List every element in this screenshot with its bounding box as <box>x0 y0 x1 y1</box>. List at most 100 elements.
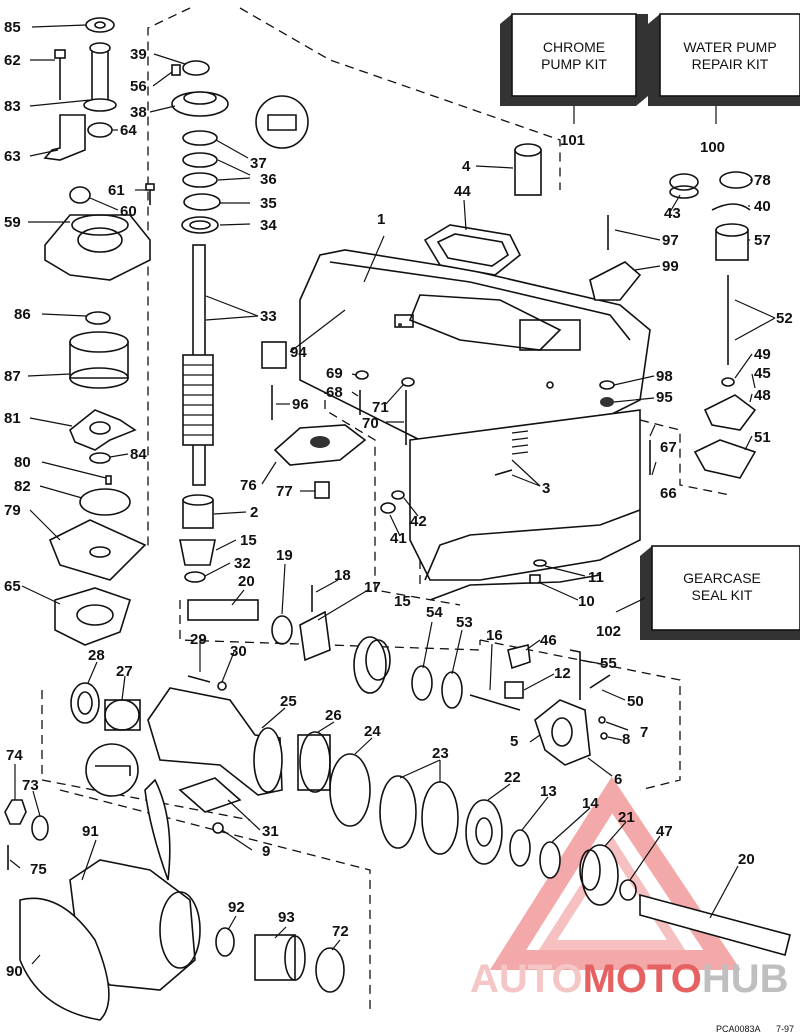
part-label-11: 11 <box>588 569 604 586</box>
part-label-31: 31 <box>262 823 279 840</box>
seal-kit-line1: GEARCASE <box>683 570 761 586</box>
water-pump-kit-line1: WATER PUMP <box>683 39 776 55</box>
part-label-59: 59 <box>4 214 21 231</box>
part-label-79: 79 <box>4 502 21 519</box>
part-label-52: 52 <box>776 310 793 327</box>
part-label-70: 70 <box>362 415 379 432</box>
part-label-16: 16 <box>486 627 503 644</box>
part-label-81: 81 <box>4 410 21 427</box>
kit-ref-102: 102 <box>596 623 621 640</box>
part-label-43: 43 <box>664 205 681 222</box>
part-label-9: 9 <box>262 843 270 860</box>
part-number-labels: 85 62 83 64 63 61 60 59 86 87 81 84 80 8… <box>4 19 793 980</box>
part-label-86: 86 <box>14 306 31 323</box>
part-label-27: 27 <box>116 663 133 680</box>
part-label-44: 44 <box>454 183 471 200</box>
part-label-25: 25 <box>280 693 297 710</box>
lower-unit <box>4 675 791 1021</box>
part-label-93: 93 <box>278 909 295 926</box>
part-label-75: 75 <box>30 861 47 878</box>
part-label-12: 12 <box>554 665 571 682</box>
seal-kit-line2: SEAL KIT <box>692 587 753 603</box>
footer-drawing-code: PCA0083A <box>716 1024 761 1034</box>
part-label-1: 1 <box>377 211 385 228</box>
part-label-50: 50 <box>627 693 644 710</box>
part-label-30: 30 <box>230 643 247 660</box>
mid-components <box>187 143 547 662</box>
part-label-20: 20 <box>238 573 255 590</box>
kit-ref-101: 101 <box>560 132 585 149</box>
part-label-41: 41 <box>390 530 407 547</box>
part-label-15-forward-gear: 15 <box>394 593 411 610</box>
part-label-69: 69 <box>326 365 343 382</box>
part-label-72: 72 <box>332 923 349 940</box>
chrome-pump-kit-line2: PUMP KIT <box>541 56 607 72</box>
part-label-61: 61 <box>108 182 125 199</box>
part-label-51: 51 <box>754 429 771 446</box>
part-label-38: 38 <box>130 104 147 121</box>
part-label-65: 65 <box>4 578 21 595</box>
part-label-62: 62 <box>4 52 21 69</box>
svg-text:AUTOMOTOHUB: AUTOMOTOHUB <box>470 957 789 1001</box>
part-label-78: 78 <box>754 172 771 189</box>
part-label-82: 82 <box>14 478 31 495</box>
part-label-13: 13 <box>540 783 557 800</box>
watermark-triangle-inner <box>538 835 686 950</box>
part-label-66: 66 <box>660 485 677 502</box>
part-label-32: 32 <box>234 555 251 572</box>
part-label-74: 74 <box>6 747 23 764</box>
footer-drawing-date: 7-97 <box>776 1024 794 1034</box>
part-label-23: 23 <box>432 745 449 762</box>
watermark-word-hub: HUB <box>702 957 789 1001</box>
part-label-97: 97 <box>662 232 679 249</box>
part-label-80: 80 <box>14 454 31 471</box>
part-label-15: 15 <box>240 532 257 549</box>
part-label-92: 92 <box>228 899 245 916</box>
part-label-4: 4 <box>462 158 471 175</box>
part-label-10: 10 <box>578 593 595 610</box>
part-label-34: 34 <box>260 217 277 234</box>
housing-vent-slots <box>511 430 529 455</box>
part-label-55: 55 <box>600 655 617 672</box>
part-label-54: 54 <box>426 604 443 621</box>
part-label-48: 48 <box>754 387 771 404</box>
part-label-99: 99 <box>662 258 679 275</box>
part-label-60: 60 <box>120 203 137 220</box>
part-label-83: 83 <box>4 98 21 115</box>
part-label-21: 21 <box>618 809 635 826</box>
part-label-67: 67 <box>660 439 677 456</box>
part-label-68: 68 <box>326 384 343 401</box>
part-label-53: 53 <box>456 614 473 631</box>
drive-shaft-stack <box>171 60 229 583</box>
part-label-33: 33 <box>260 308 277 325</box>
part-label-37: 37 <box>250 155 267 172</box>
part-label-90: 90 <box>6 963 23 980</box>
watermark-word-auto: AUTO <box>470 957 583 1001</box>
part-label-95: 95 <box>656 389 673 406</box>
gear-train <box>353 636 611 766</box>
part-label-17: 17 <box>364 579 381 596</box>
part-label-40: 40 <box>754 198 771 215</box>
part-label-8: 8 <box>622 731 630 748</box>
part-label-91: 91 <box>82 823 99 840</box>
part-label-56: 56 <box>130 78 147 95</box>
part-label-87: 87 <box>4 368 21 385</box>
part-label-47: 47 <box>656 823 673 840</box>
gearcase-housing <box>299 249 651 601</box>
part-label-63: 63 <box>4 148 21 165</box>
part-label-57: 57 <box>754 232 771 249</box>
part-label-35: 35 <box>260 195 277 212</box>
part-label-22: 22 <box>504 769 521 786</box>
part-label-71: 71 <box>372 399 389 416</box>
part-label-96: 96 <box>292 396 309 413</box>
grease-symbol-icon <box>255 95 309 149</box>
part-label-77: 77 <box>276 483 293 500</box>
part-label-84: 84 <box>130 446 147 463</box>
kit-ref-100: 100 <box>700 139 725 156</box>
part-label-24: 24 <box>364 723 381 740</box>
part-label-46: 46 <box>540 632 557 649</box>
water-pump-kit-line2: REPAIR KIT <box>692 56 769 72</box>
part-label-3: 3 <box>542 480 550 497</box>
part-label-20-propshaft: 20 <box>738 851 755 868</box>
